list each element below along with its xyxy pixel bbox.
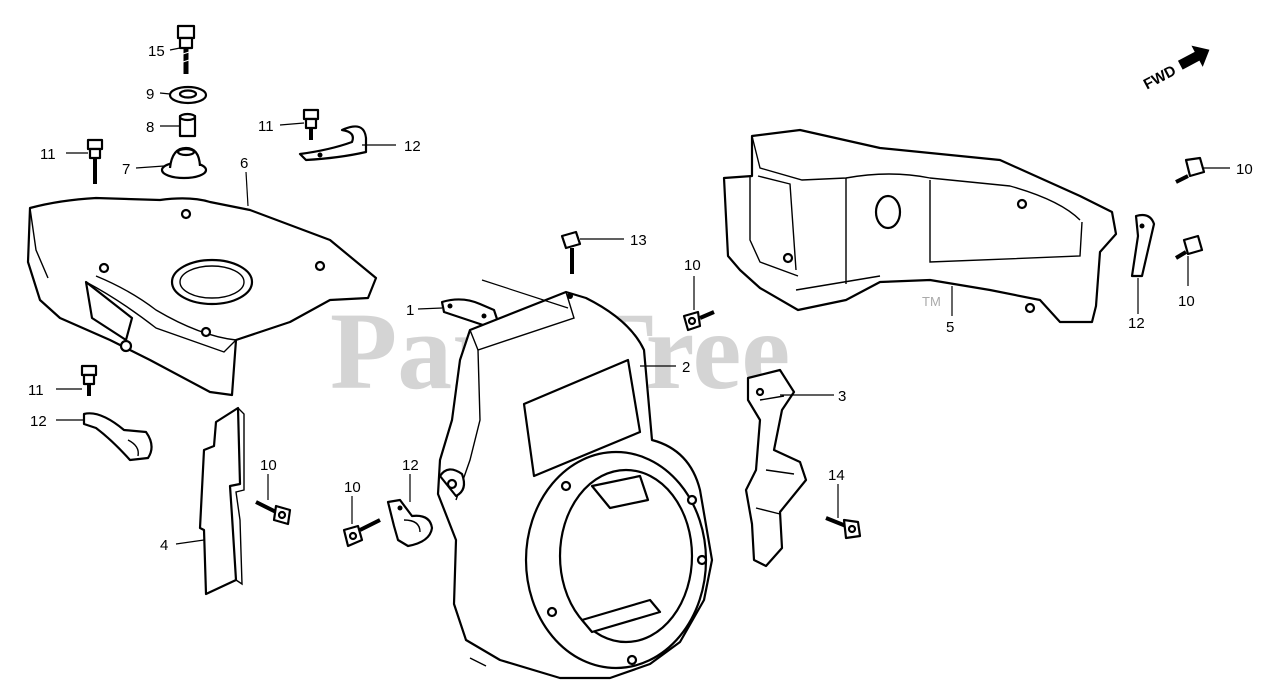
part-cover-6[interactable] xyxy=(26,196,378,397)
part-baffle-4[interactable] xyxy=(198,406,245,596)
part-fan-shroud-2[interactable] xyxy=(436,290,714,680)
callout-labels: 15 9 8 7 11 11 12 6 11 12 4 10 10 12 1 1… xyxy=(28,43,1253,554)
callout-9: 9 xyxy=(146,86,154,103)
callout-12-right: 12 xyxy=(1128,315,1145,332)
part-bolt-11-top-left[interactable] xyxy=(86,138,104,184)
callout-10-left: 10 xyxy=(260,457,277,474)
part-clip-12-right[interactable] xyxy=(1130,213,1156,278)
callout-10-right-lower: 10 xyxy=(1178,293,1195,310)
callout-10-right-top: 10 xyxy=(1236,161,1253,178)
callout-8: 8 xyxy=(146,119,154,136)
callout-12-center: 12 xyxy=(402,457,419,474)
callout-10-center: 10 xyxy=(344,479,361,496)
part-bolt-10-left[interactable] xyxy=(255,500,292,526)
part-plate-1[interactable] xyxy=(440,298,500,328)
part-bolt-11-left[interactable] xyxy=(80,364,98,396)
part-bolt-10-right-top[interactable] xyxy=(1175,156,1206,184)
part-side-cover-5[interactable] xyxy=(722,128,1118,324)
part-side-baffle-3[interactable] xyxy=(744,368,808,568)
callout-11-top-left: 11 xyxy=(40,146,56,163)
callout-1: 1 xyxy=(406,302,414,319)
part-bolt-10-upper[interactable] xyxy=(682,310,715,332)
callout-7: 7 xyxy=(122,161,130,178)
callout-11-top-middle: 11 xyxy=(258,118,274,135)
part-washer-9[interactable] xyxy=(168,85,208,105)
part-bolt-11-top-middle[interactable] xyxy=(302,108,320,140)
part-collar-8[interactable] xyxy=(178,112,197,138)
part-grommet-7[interactable] xyxy=(160,146,208,180)
callout-12-top: 12 xyxy=(404,138,421,155)
part-bolt-15[interactable] xyxy=(176,24,196,74)
part-bolt-13[interactable] xyxy=(560,230,582,274)
callout-5: 5 xyxy=(946,319,954,336)
callout-15: 15 xyxy=(148,43,165,60)
callout-10-upper: 10 xyxy=(684,257,701,274)
callout-3: 3 xyxy=(838,388,846,405)
part-clip-12-center[interactable] xyxy=(386,498,434,548)
fwd-label: FWD xyxy=(1141,62,1179,93)
fwd-arrow-icon xyxy=(1177,45,1210,70)
watermark-trademark: TM xyxy=(922,294,941,309)
leader-lines xyxy=(56,47,1230,545)
callout-14: 14 xyxy=(828,467,845,484)
callout-4: 4 xyxy=(160,537,168,554)
part-clip-12-top[interactable] xyxy=(298,125,368,162)
callout-12-left: 12 xyxy=(30,413,47,430)
callout-11-left: 11 xyxy=(28,382,44,399)
part-bolt-14[interactable] xyxy=(825,516,862,540)
callout-2: 2 xyxy=(682,359,690,376)
forward-direction-indicator: FWD xyxy=(1141,45,1210,93)
callout-13: 13 xyxy=(630,232,647,249)
part-bolt-10-center[interactable] xyxy=(342,518,381,548)
callout-6: 6 xyxy=(240,155,248,172)
part-clip-12-left[interactable] xyxy=(82,412,153,462)
part-bolt-10-right-lower[interactable] xyxy=(1174,234,1204,260)
